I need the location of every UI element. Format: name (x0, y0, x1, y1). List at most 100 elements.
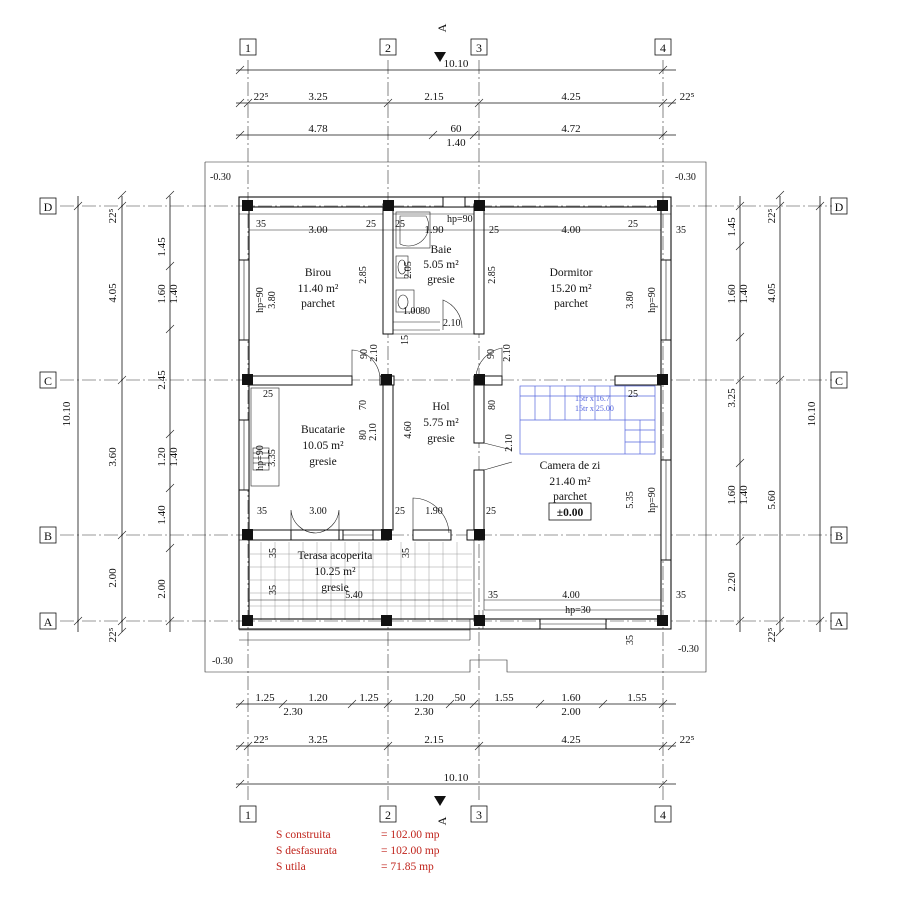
svg-text:4.60: 4.60 (403, 421, 414, 439)
svg-text:hp=90: hp=90 (647, 487, 658, 513)
svg-text:gresie: gresie (427, 274, 454, 286)
svg-text:22⁵: 22⁵ (107, 208, 119, 223)
svg-text:Bucatarie: Bucatarie (301, 424, 345, 436)
svg-text:2.00: 2.00 (156, 579, 168, 599)
axis-1-top: 1 (245, 41, 251, 55)
svg-text:35: 35 (268, 548, 279, 558)
svg-text:25: 25 (628, 389, 638, 400)
svg-text:2.00: 2.00 (561, 706, 581, 718)
svg-text:22⁵: 22⁵ (680, 91, 695, 103)
svg-text:2.15: 2.15 (424, 734, 444, 746)
axis-4-top: 4 (660, 41, 666, 55)
svg-text:hp=90: hp=90 (647, 287, 658, 313)
svg-text:1.20: 1.20 (156, 447, 168, 467)
svg-text:parchet: parchet (301, 298, 336, 310)
svg-text:25: 25 (263, 389, 273, 400)
svg-text:hp=90: hp=90 (255, 445, 266, 471)
svg-text:5.35: 5.35 (625, 491, 636, 509)
svg-text:1.40: 1.40 (738, 485, 750, 505)
svg-text:1.20: 1.20 (414, 692, 434, 704)
svg-text:22⁵: 22⁵ (766, 627, 778, 642)
svg-text:25: 25 (366, 219, 376, 230)
svg-text:22⁵: 22⁵ (766, 208, 778, 223)
grid-axes (60, 60, 832, 800)
svg-text:10.05 m²: 10.05 m² (302, 440, 344, 452)
svg-text:A: A (835, 615, 844, 629)
svg-text:1.25: 1.25 (255, 692, 275, 704)
svg-text:1.40: 1.40 (168, 447, 180, 467)
svg-text:10.10: 10.10 (806, 401, 818, 426)
svg-text:3.25: 3.25 (308, 91, 328, 103)
svg-text:Terasa acoperita: Terasa acoperita (298, 550, 373, 562)
svg-text:21.40 m²: 21.40 m² (549, 476, 591, 488)
interior-dimensions: 35 3.00 25 25 1.90 25 4.00 25 35 hp=90 h… (249, 214, 686, 645)
area-summary: S construita = 102.00 mp S desfasurata =… (276, 829, 440, 873)
svg-text:35: 35 (401, 548, 412, 558)
svg-text:50: 50 (455, 692, 467, 704)
kitchen-fixtures (250, 387, 280, 487)
svg-text:1.45: 1.45 (156, 237, 168, 257)
svg-text:1.60: 1.60 (726, 485, 738, 505)
svg-text:3.00: 3.00 (309, 506, 327, 517)
level-bottom-left: -0.30 (212, 656, 233, 667)
svg-text:3.80: 3.80 (625, 291, 636, 309)
staircase: 15tr x 16.7 15tr x 25.00 (519, 385, 656, 455)
svg-text:10.10: 10.10 (444, 58, 469, 70)
room-baie: Baie 5.05 m² gresie (423, 244, 459, 286)
svg-text:2.45: 2.45 (156, 370, 168, 390)
svg-text:S desfasurata: S desfasurata (276, 845, 337, 857)
svg-text:2.10: 2.10 (504, 434, 515, 452)
svg-text:4.00: 4.00 (561, 224, 581, 236)
svg-text:Baie: Baie (430, 244, 451, 256)
svg-text:= 102.00 mp: = 102.00 mp (381, 845, 440, 857)
axis-3-top: 3 (476, 41, 482, 55)
svg-text:60: 60 (451, 123, 463, 135)
svg-text:80: 80 (358, 430, 369, 440)
svg-text:1.00: 1.00 (403, 306, 421, 317)
svg-text:15: 15 (400, 335, 411, 345)
svg-text:4.72: 4.72 (561, 123, 580, 135)
svg-text:70: 70 (358, 400, 369, 410)
svg-text:hp=90: hp=90 (447, 214, 473, 225)
svg-text:3.80: 3.80 (267, 291, 278, 309)
axis-4-bottom: 4 (660, 808, 666, 822)
svg-text:4.78: 4.78 (308, 123, 328, 135)
svg-text:A: A (435, 23, 449, 32)
svg-text:B: B (44, 529, 52, 543)
svg-text:25: 25 (489, 225, 499, 236)
svg-text:2.30: 2.30 (283, 706, 303, 718)
bathroom-fixtures (395, 211, 431, 313)
svg-text:4.25: 4.25 (561, 91, 581, 103)
svg-text:1.90: 1.90 (424, 224, 444, 236)
svg-text:5.40: 5.40 (345, 590, 363, 601)
room-terasa: Terasa acoperita 10.25 m² gresie (298, 550, 373, 594)
svg-text:25: 25 (395, 506, 405, 517)
structural-columns (242, 200, 668, 626)
terrace-tiling (250, 542, 472, 620)
svg-text:B: B (835, 529, 843, 543)
svg-text:1.40: 1.40 (168, 284, 180, 304)
room-camera-de-zi: Camera de zi 21.40 m² parchet ±0.00 (540, 460, 600, 521)
svg-text:35: 35 (625, 635, 636, 645)
axis-1-bottom: 1 (245, 808, 251, 822)
svg-text:2.10: 2.10 (369, 344, 380, 362)
svg-text:35: 35 (257, 506, 267, 517)
floor-level-marker: ±0.00 (557, 507, 584, 519)
svg-text:90: 90 (359, 349, 370, 359)
svg-text:35: 35 (268, 585, 279, 595)
svg-text:22⁵: 22⁵ (254, 91, 269, 103)
svg-text:1.90: 1.90 (425, 506, 443, 517)
svg-text:gresie: gresie (321, 582, 348, 594)
svg-text:4.25: 4.25 (561, 734, 581, 746)
svg-text:hp=90: hp=90 (255, 287, 266, 313)
svg-text:C: C (44, 374, 52, 388)
svg-text:1.40: 1.40 (446, 137, 466, 149)
svg-text:= 71.85 mp: = 71.85 mp (381, 861, 434, 873)
svg-text:5.05 m²: 5.05 m² (423, 259, 459, 271)
svg-text:2.10: 2.10 (368, 423, 379, 441)
svg-text:1.25: 1.25 (359, 692, 379, 704)
top-dimensions: 10.10 22⁵ 3.25 2.15 4.25 22⁵ 4.78 60 4.7… (235, 58, 695, 149)
room-bucatarie: Bucatarie 10.05 m² gresie (301, 424, 345, 468)
svg-text:1.45: 1.45 (726, 217, 738, 237)
svg-text:Dormitor: Dormitor (550, 267, 593, 279)
